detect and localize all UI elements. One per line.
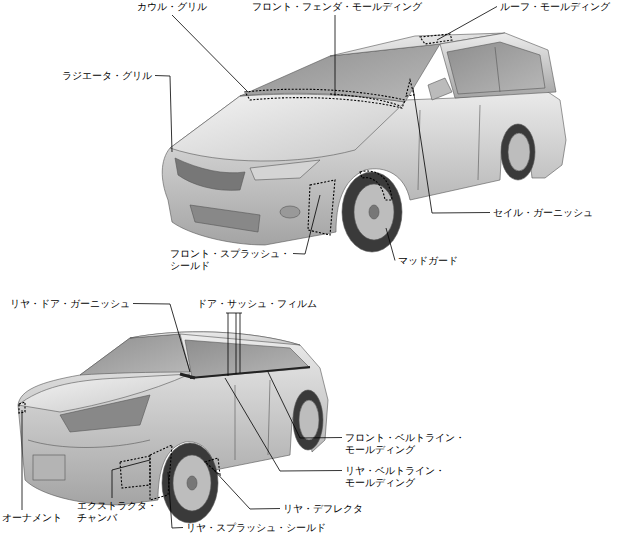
leader-line (386, 228, 395, 261)
door-garnish (180, 374, 195, 378)
leader-line (335, 15, 336, 96)
part-label: フロント・フェンダ・モールディング (252, 1, 422, 13)
part-label: エクストラクタ・ チャンバ (77, 500, 162, 524)
leader-line (133, 304, 190, 373)
part-label: リヤ・ドア・ガーニッシュ (10, 298, 130, 310)
part-label: リヤ・デフレクタ (283, 503, 363, 515)
leader-line (268, 372, 342, 438)
leader-line (112, 460, 150, 498)
leader-line (212, 468, 280, 509)
leader-line (22, 410, 23, 510)
part-label: セイル・ガーニッシュ (493, 207, 593, 219)
part-label: リヤ・ベルトライン・ モールディング (345, 465, 450, 489)
leader-line (225, 378, 342, 471)
part-label: ドア・サッシュ・フィルム (197, 298, 317, 310)
part-label: マッドガード (398, 255, 458, 267)
part-label: リヤ・スプラッシュ・シールド (186, 522, 326, 534)
leader-line (293, 195, 320, 254)
leader-line (172, 15, 248, 92)
belt-line (190, 367, 310, 378)
leader-line (413, 88, 490, 213)
sash-bracket (226, 313, 242, 376)
part-outlines-rear (19, 402, 220, 500)
part-label: オーナメント (2, 512, 62, 524)
part-label: カウル・グリル (137, 1, 207, 13)
front-car (162, 33, 566, 252)
leader-line (168, 472, 183, 528)
rear-car (18, 332, 328, 523)
leader-line (155, 76, 172, 153)
part-label: フロント・スプラッシュ・ シールド (170, 248, 295, 272)
part-outlines-front (245, 34, 452, 235)
leader-line (437, 7, 497, 41)
part-label: ラジエータ・グリル (62, 70, 152, 82)
part-label: フロント・ベルトライン・ モールディング (345, 432, 470, 456)
part-label: ルーフ・モールディング (500, 1, 610, 13)
